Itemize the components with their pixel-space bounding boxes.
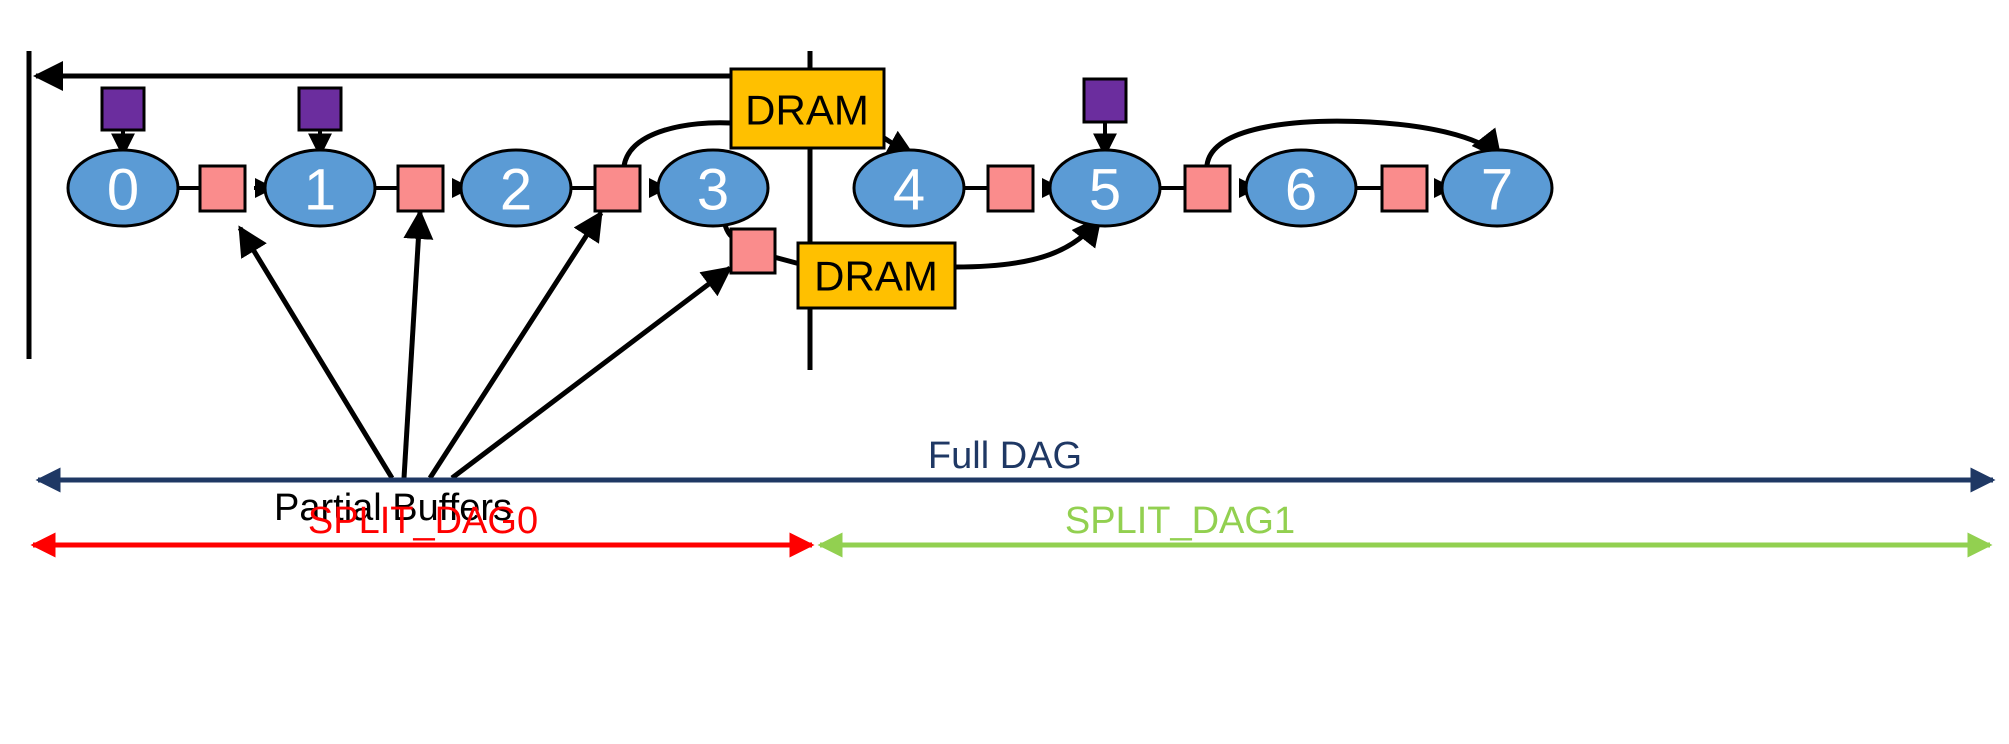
node-0-label: 0 bbox=[107, 158, 139, 223]
node-0: 0 bbox=[66, 148, 180, 228]
partial-buffer-4-5 bbox=[986, 164, 1035, 213]
dram-top-label: DRAM bbox=[745, 87, 869, 134]
full-dag-label: Full DAG bbox=[928, 435, 1082, 477]
input-block-node-0 bbox=[100, 86, 146, 132]
edge-dram-bottom-to-node5 bbox=[954, 215, 1102, 270]
input-block-node-1 bbox=[297, 86, 343, 132]
dram-block-top: DRAM bbox=[729, 67, 886, 150]
split-dag1-label: SPLIT_DAG1 bbox=[1065, 500, 1295, 542]
node-1-label: 1 bbox=[304, 158, 336, 223]
callout-line-buffer23 bbox=[427, 210, 604, 480]
node-7-label: 7 bbox=[1481, 158, 1513, 223]
edge-buffer56-to-node7 bbox=[1204, 118, 1502, 166]
node-6: 6 bbox=[1244, 148, 1358, 228]
partial-buffer-1-2 bbox=[396, 164, 445, 213]
input-block-node-5 bbox=[1082, 77, 1128, 124]
span-split-dag0: SPLIT_DAG0 bbox=[30, 500, 815, 558]
dram-block-bottom: DRAM bbox=[796, 241, 957, 310]
node-2: 2 bbox=[459, 148, 573, 228]
callout-line-buffer3out bbox=[450, 266, 733, 480]
split-dag0-label: SPLIT_DAG0 bbox=[308, 500, 538, 542]
node-5: 5 bbox=[1048, 148, 1162, 228]
node-5-label: 5 bbox=[1089, 158, 1121, 223]
node-7: 7 bbox=[1440, 148, 1554, 228]
partial-buffer-2-3 bbox=[593, 164, 642, 213]
partial-buffer-0-1 bbox=[198, 164, 247, 213]
span-split-dag1: SPLIT_DAG1 bbox=[817, 500, 1993, 558]
callout-line-buffer12 bbox=[401, 209, 434, 479]
callout-line-buffer01 bbox=[237, 225, 395, 480]
node-6-label: 6 bbox=[1285, 158, 1317, 223]
span-full-dag: Full DAG bbox=[35, 435, 1996, 493]
node-4-label: 4 bbox=[893, 158, 925, 223]
node-4: 4 bbox=[852, 148, 966, 228]
node-3: 3 bbox=[656, 148, 770, 228]
edge-buffer23-to-dram-top bbox=[621, 120, 732, 167]
partial-buffer-6-7 bbox=[1380, 164, 1429, 213]
node-2-label: 2 bbox=[500, 158, 532, 223]
dram-bottom-label: DRAM bbox=[814, 253, 938, 300]
partial-buffer-5-6 bbox=[1183, 164, 1232, 213]
node-1: 1 bbox=[263, 148, 377, 228]
partial-buffer-3-out bbox=[729, 227, 777, 275]
node-3-label: 3 bbox=[697, 158, 729, 223]
partial-buffers-label: Partial Buffers bbox=[274, 487, 512, 529]
